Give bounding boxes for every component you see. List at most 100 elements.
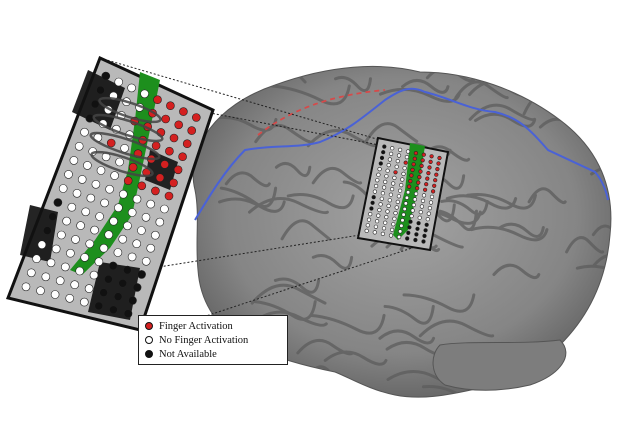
electrode-inactive <box>65 293 74 303</box>
electrode-unavailable <box>369 206 374 211</box>
electrode-inactive <box>114 77 123 87</box>
electrode-inactive <box>99 243 109 253</box>
gyrus-fold <box>469 225 549 242</box>
electrode-active <box>178 152 187 161</box>
gyrus-fold <box>274 162 312 178</box>
electrode-unavailable <box>408 219 413 224</box>
electrode-inactive <box>74 142 84 151</box>
electrode-inactive <box>388 233 394 238</box>
electrode-active <box>137 181 147 191</box>
electrode-inactive <box>100 198 109 208</box>
electrode-inactive <box>391 181 396 186</box>
electrode-inactive <box>380 191 386 196</box>
electrode-inactive <box>77 175 87 184</box>
gyrus-fold <box>402 293 476 313</box>
electrode-active <box>424 182 429 187</box>
gyrus-fold <box>286 193 355 210</box>
white-dot-icon <box>145 336 153 344</box>
gyrus-fold <box>248 197 329 215</box>
electrode-inactive <box>385 209 390 214</box>
gyrus-fold <box>454 80 509 100</box>
electrode-unavailable <box>104 274 113 284</box>
electrode-unavailable <box>407 225 412 230</box>
electrode-active <box>408 179 413 184</box>
electrode-active <box>164 191 174 201</box>
electrode-inactive <box>399 183 404 188</box>
electrode-inactive <box>418 210 423 215</box>
electrode-inactive <box>115 157 124 167</box>
electrode-inactive <box>389 151 394 156</box>
gyrus-fold <box>311 254 354 270</box>
black-dot-icon <box>145 350 153 358</box>
electrode-inactive <box>405 149 411 154</box>
electrode-inactive <box>94 257 104 267</box>
electrode-inactive <box>401 212 406 217</box>
electrode-unavailable <box>123 265 132 275</box>
electrode-inactive <box>155 217 165 227</box>
electrode-active <box>182 139 192 148</box>
electrode-inactive <box>105 184 114 194</box>
electrode-inactive <box>137 226 146 235</box>
electrode-active <box>123 176 133 185</box>
electrode-active <box>393 170 398 175</box>
electrode-unavailable <box>405 236 410 241</box>
finger-trace-loops <box>89 96 164 178</box>
electrode-inactive <box>390 146 395 151</box>
electrode-inactive <box>368 212 373 217</box>
gyrus-fold <box>578 340 611 357</box>
electrode-inactive <box>90 225 99 235</box>
electrode-active <box>166 101 175 110</box>
electrode-inactive <box>50 290 60 299</box>
electrode-unavailable <box>99 288 108 297</box>
electrode-inactive <box>141 213 151 222</box>
electrode-active <box>435 167 440 172</box>
electrode-active <box>419 163 424 168</box>
electrode-unavailable <box>53 198 63 207</box>
electrode-inactive <box>383 220 388 225</box>
electrode-unavailable <box>48 212 57 221</box>
electrode-unavailable <box>379 155 385 160</box>
electrode-unavailable <box>382 144 387 149</box>
electrode-active <box>128 162 138 172</box>
electrode-inactive <box>66 248 75 258</box>
electrode-inactive <box>406 190 411 195</box>
electrode-inactive <box>32 254 41 264</box>
electrode-active <box>165 146 174 156</box>
electrode-inactive <box>57 230 66 240</box>
electrode-inactive <box>383 179 388 184</box>
gyrus-fold <box>591 224 611 240</box>
gyrus-fold <box>270 84 351 106</box>
electrode-active <box>423 187 428 192</box>
electrode-inactive <box>95 212 104 221</box>
electrode-inactive <box>401 171 406 176</box>
electrode-inactive <box>119 189 128 199</box>
electrode-active <box>413 151 419 156</box>
gyrus-fold <box>498 222 545 238</box>
electrode-inactive <box>109 216 118 226</box>
electrode-inactive <box>411 202 416 208</box>
gyrus-fold <box>273 277 321 294</box>
electrode-inactive <box>110 171 119 180</box>
electrode-active <box>174 120 183 130</box>
electrode-inactive <box>396 194 402 199</box>
electrode-inactive <box>373 224 379 229</box>
electrode-unavailable <box>415 226 420 231</box>
electrode-inactive <box>382 185 387 190</box>
electrode-inactive <box>127 252 137 262</box>
legend: Finger Activation No Finger Activation N… <box>138 315 288 365</box>
electrode-inactive <box>414 191 419 196</box>
electrode-inactive <box>421 193 427 198</box>
electrode-unavailable <box>414 232 419 237</box>
electrode-inactive <box>46 258 56 268</box>
electrode-unavailable <box>108 261 118 271</box>
electrode-inactive <box>400 177 405 182</box>
electrode-inactive <box>146 243 155 253</box>
electrode-inactive <box>399 223 404 228</box>
electrode-inactive <box>393 211 398 216</box>
electrode-inactive <box>51 244 61 254</box>
gyrus-fold <box>323 350 388 366</box>
gyrus-fold <box>250 283 327 305</box>
unavailable-zone-left <box>20 205 58 262</box>
electrode-active <box>153 95 162 104</box>
